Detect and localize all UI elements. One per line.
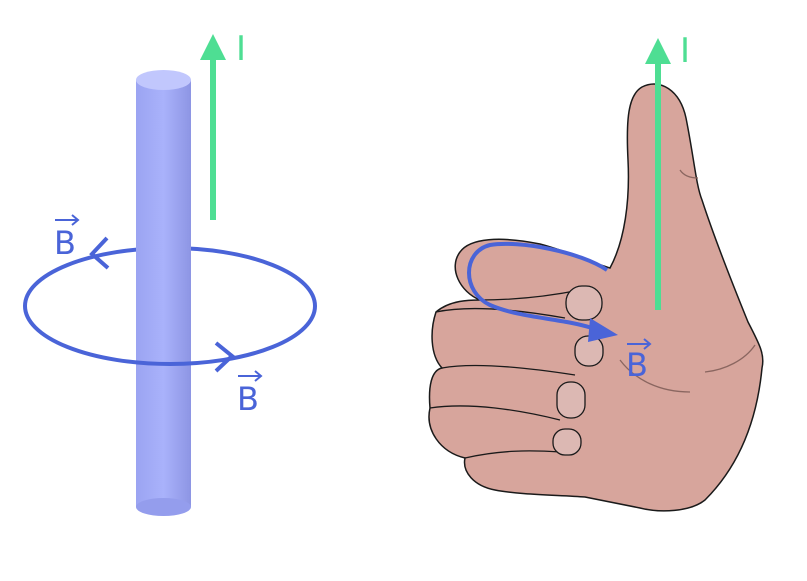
current-arrow-head (200, 34, 226, 60)
svg-text:B: B (54, 224, 76, 262)
thumb-crease (679, 169, 699, 179)
finger-crease-3 (429, 405, 561, 421)
hand-panel: I B (428, 31, 764, 512)
svg-text:B: B (626, 346, 648, 384)
palm-crease-1 (619, 359, 691, 393)
thumb-current-arrow-head (645, 38, 671, 64)
palm-crease-2 (704, 344, 756, 373)
field-direction-chevron-bottom (214, 341, 236, 373)
finger-field-arrow (467, 241, 609, 330)
finger-crease-4 (464, 450, 561, 459)
finger-crease-2 (441, 364, 576, 376)
thumb-current-label: I (680, 31, 690, 71)
fingernail-1 (565, 285, 603, 321)
wire-panel: I B B (23, 29, 317, 516)
field-label-bottom: B (237, 370, 263, 418)
wire-top-cap (136, 70, 191, 90)
current-label: I (236, 29, 246, 69)
wire-bottom-cap (136, 498, 191, 516)
field-direction-chevron-top (89, 236, 110, 270)
finger-field-label: B (626, 338, 652, 384)
fingernail-4 (552, 428, 582, 456)
field-loop-front (23, 305, 317, 366)
field-label-top: B (54, 214, 80, 262)
finger-field-arrow-head (588, 318, 618, 342)
fingernail-3 (556, 381, 586, 419)
wire-body (136, 80, 191, 507)
svg-text:B: B (237, 380, 259, 418)
